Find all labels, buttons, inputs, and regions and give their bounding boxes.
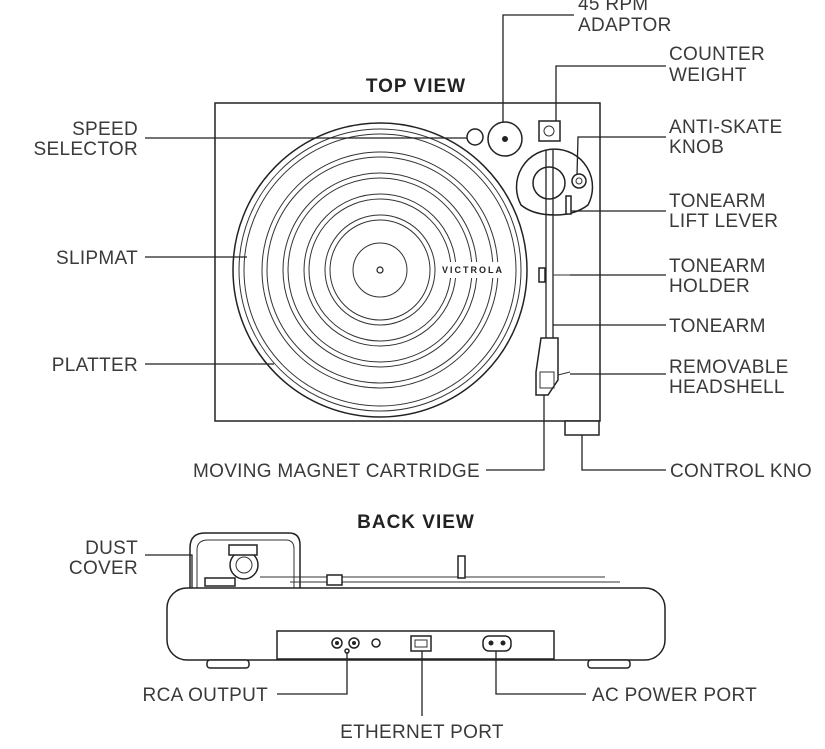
ground-screw bbox=[344, 648, 350, 654]
label-lift-lever-1: TONEARM bbox=[669, 191, 766, 212]
label-dust-cover-2: COVER bbox=[69, 558, 138, 579]
label-platter: PLATTER bbox=[52, 355, 138, 376]
anti-skate-knob bbox=[571, 173, 587, 189]
label-control-knob: CONTROL KNO bbox=[670, 461, 812, 482]
slipmat bbox=[243, 133, 517, 407]
foot-right bbox=[587, 659, 631, 669]
label-lift-lever-2: LIFT LEVER bbox=[669, 211, 778, 232]
label-rca-output: RCA OUTPUT bbox=[143, 685, 269, 706]
label-speed-selector-1: SPEED bbox=[72, 119, 138, 140]
foot-left bbox=[206, 659, 250, 669]
ethernet-jack bbox=[410, 635, 432, 652]
top-view: VICTROLA bbox=[214, 102, 601, 436]
top-view-heading: TOP VIEW bbox=[366, 76, 466, 97]
label-tonearm: TONEARM bbox=[669, 316, 766, 337]
label-adaptor-1: 45 RPM bbox=[578, 0, 648, 15]
brand-gap bbox=[436, 262, 510, 278]
label-ac-power-port: AC POWER PORT bbox=[592, 685, 757, 706]
label-counterweight-1: COUNTER bbox=[669, 44, 765, 65]
brand-logo: VICTROLA bbox=[442, 265, 504, 275]
label-anti-skate-2: KNOB bbox=[669, 137, 724, 158]
ac-power-jack bbox=[482, 635, 512, 652]
label-headshell-2: HEADSHELL bbox=[669, 377, 785, 398]
spindle bbox=[376, 266, 384, 274]
jack bbox=[371, 638, 381, 648]
adaptor-hole bbox=[502, 136, 508, 142]
label-ethernet-port: ETHERNET PORT bbox=[340, 722, 504, 743]
label-headshell-1: REMOVABLE bbox=[669, 357, 789, 378]
leader-lines-top bbox=[145, 14, 666, 471]
label-counterweight-2: WEIGHT bbox=[669, 65, 747, 86]
back-view-heading: BACK VIEW bbox=[357, 512, 475, 533]
label-dust-cover-1: DUST bbox=[85, 538, 138, 559]
control-knob bbox=[564, 420, 600, 436]
label-tonearm-holder-2: HOLDER bbox=[669, 276, 750, 297]
label-cartridge: MOVING MAGNET CARTRIDGE bbox=[193, 461, 480, 482]
counterweight bbox=[538, 120, 561, 142]
lift-lever bbox=[565, 195, 572, 215]
tonearm-holder-post bbox=[538, 267, 546, 283]
pivot-cup bbox=[532, 166, 566, 200]
label-speed-selector-2: SELECTOR bbox=[34, 139, 138, 160]
speed-selector bbox=[466, 128, 484, 146]
label-tonearm-holder-1: TONEARM bbox=[669, 256, 766, 277]
headshell bbox=[535, 337, 559, 396]
leader-lines-back bbox=[145, 554, 586, 716]
label-adaptor-2: ADAPTOR bbox=[578, 15, 672, 36]
label-anti-skate-1: ANTI-SKATE bbox=[669, 117, 783, 138]
back-view bbox=[166, 532, 666, 669]
label-slipmat: SLIPMAT bbox=[56, 248, 138, 269]
